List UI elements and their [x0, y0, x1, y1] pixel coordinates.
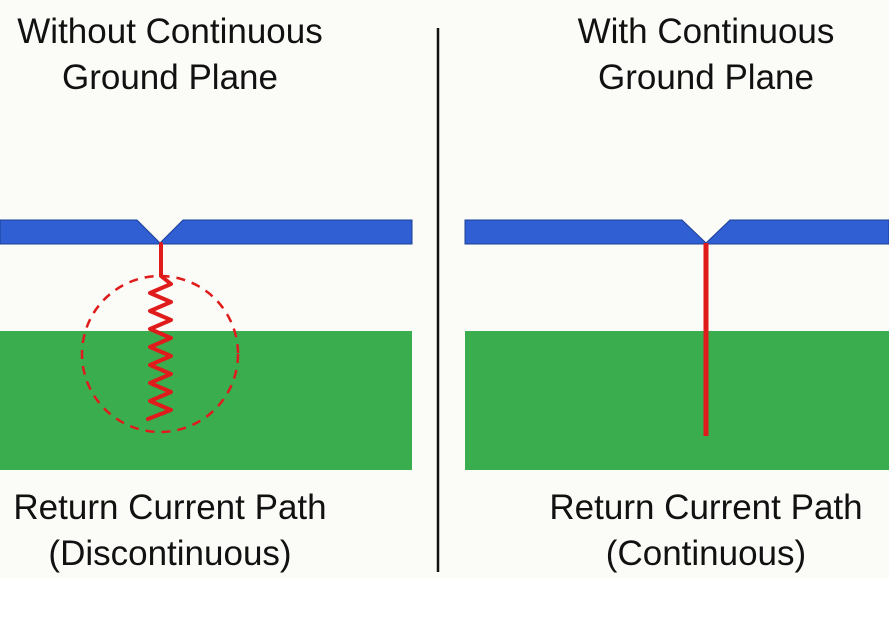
right-panel-caption: Return Current Path (Continuous): [491, 485, 889, 577]
left-caption-line1: Return Current Path: [13, 488, 327, 527]
left-signal-trace: [0, 219, 413, 245]
right-title-line1: With Continuous: [577, 12, 835, 51]
left-title-line2: Ground Plane: [62, 58, 278, 97]
right-caption-line1: Return Current Path: [549, 488, 863, 527]
right-ground-plane: [465, 331, 889, 470]
right-title-line2: Ground Plane: [598, 58, 814, 97]
right-caption-line2: (Continuous): [605, 534, 807, 573]
left-ground-plane: [0, 331, 412, 470]
left-title-line1: Without Continuous: [17, 12, 323, 51]
left-return-current-zigzag: [146, 242, 173, 421]
right-panel-title: With Continuous Ground Plane: [491, 9, 889, 101]
left-panel-title: Without Continuous Ground Plane: [0, 9, 385, 101]
right-signal-trace: [464, 219, 889, 245]
left-caption-line2: (Discontinuous): [48, 534, 292, 573]
left-panel-caption: Return Current Path (Discontinuous): [0, 485, 385, 577]
discontinuity-highlight-circle: [80, 274, 240, 434]
diagram-background: [0, 0, 889, 578]
